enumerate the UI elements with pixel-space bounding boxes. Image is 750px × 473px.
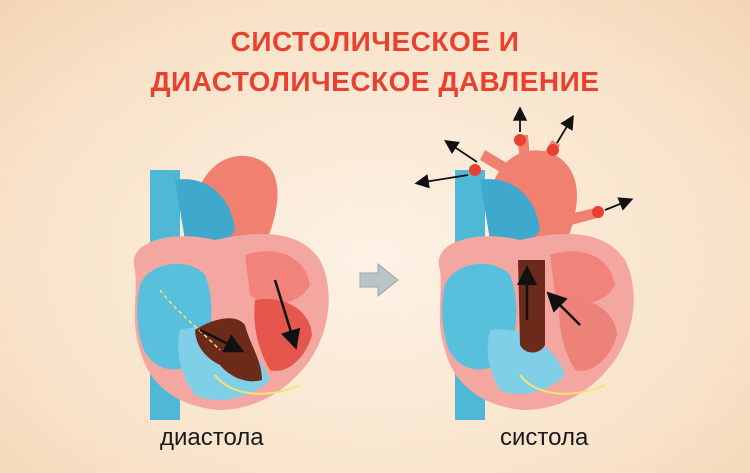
aorta-branch-4 — [565, 208, 597, 226]
arrow-icon — [444, 140, 478, 163]
conduction-line — [519, 374, 606, 395]
blood-drop-icon — [469, 134, 604, 218]
blood-flow — [518, 260, 545, 353]
conduction-line — [214, 374, 301, 395]
aorta-branch-1 — [480, 150, 510, 175]
caption-systole: систола — [500, 424, 589, 451]
arrow-icon — [604, 197, 634, 211]
heart-systole — [414, 106, 634, 420]
arrow-icon — [199, 328, 245, 353]
arrow-icon — [414, 174, 469, 189]
left-atrium — [550, 251, 615, 304]
right-ventricle — [487, 329, 565, 395]
heart-diastole — [133, 155, 329, 420]
arrow-icon — [273, 279, 301, 350]
arrow-icon — [556, 114, 574, 144]
page-title: СИСТОЛИЧЕСКОЕ И ДИАСТОЛИЧЕСКОЕ ДАВЛЕНИЕ — [0, 22, 750, 102]
conduction-line-dashed — [159, 289, 221, 351]
left-atrium — [245, 251, 310, 304]
title-line-2: ДИАСТОЛИЧЕСКОЕ ДАВЛЕНИЕ — [150, 66, 600, 97]
title-line-1: СИСТОЛИЧЕСКОЕ И — [230, 26, 520, 57]
right-arrow-icon — [359, 262, 399, 298]
caption-diastole: диастола — [160, 424, 264, 451]
arrow-icon — [546, 291, 581, 326]
